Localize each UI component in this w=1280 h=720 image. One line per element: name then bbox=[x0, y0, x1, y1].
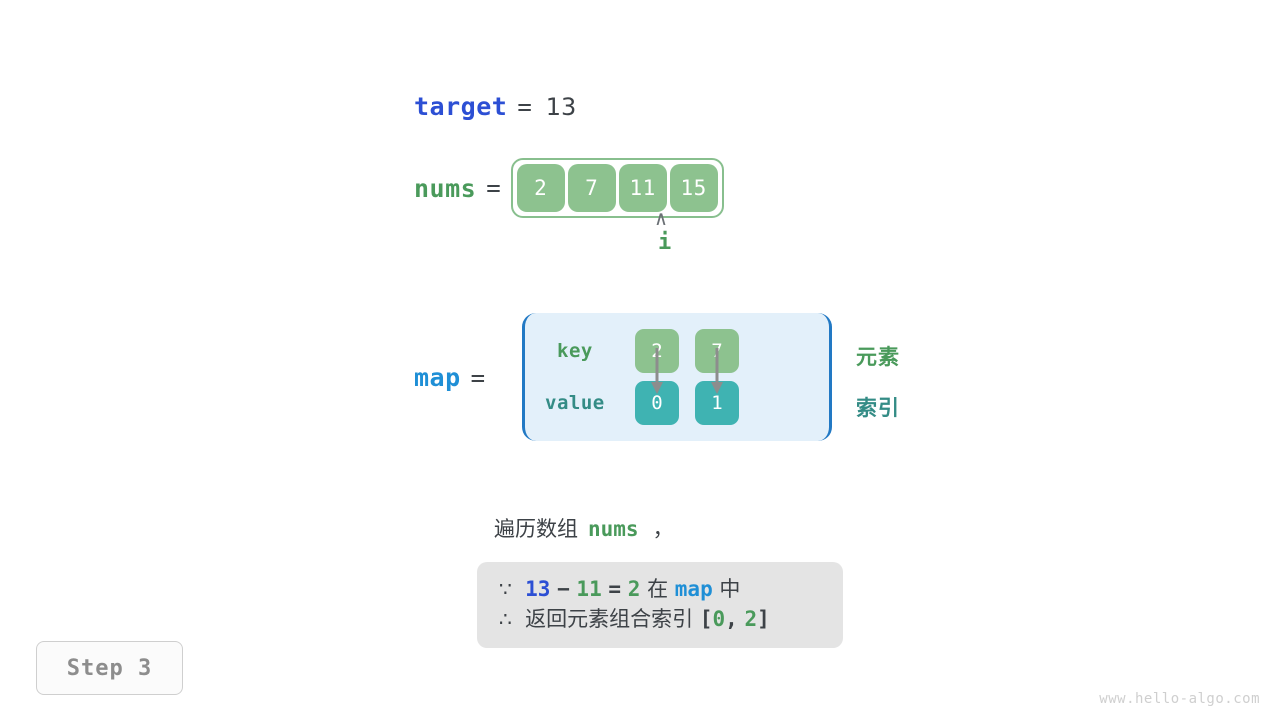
note-operand-a: 13 bbox=[525, 577, 551, 601]
note-return-text: 返回元素组合索引 bbox=[525, 607, 694, 631]
map-equals-sign: = bbox=[470, 364, 486, 392]
nums-equals-sign: = bbox=[486, 174, 501, 202]
map-key-row-label: key bbox=[557, 340, 593, 362]
note-in-word: 在 bbox=[647, 577, 669, 601]
nums-assignment-row: nums = 2 7 11 15 bbox=[414, 158, 724, 218]
array-cell: 2 bbox=[516, 164, 565, 212]
note-index-a: 0 bbox=[712, 607, 726, 631]
caption-prefix: 遍历数组 bbox=[494, 517, 578, 541]
caption-suffix: ， bbox=[652, 517, 674, 541]
because-symbol: ∵ bbox=[499, 577, 512, 601]
target-equals-sign: = bbox=[517, 93, 532, 121]
array-cell: 7 bbox=[567, 164, 616, 212]
target-variable-name: target bbox=[414, 92, 508, 121]
side-label-element: 元素 bbox=[856, 345, 900, 369]
key-to-value-arrow-icon bbox=[651, 348, 663, 394]
target-value: 13 bbox=[545, 93, 577, 121]
note-minus-sign: − bbox=[557, 577, 570, 601]
nums-variable-name: nums bbox=[414, 173, 477, 203]
note-bracket-open: [ bbox=[699, 607, 713, 631]
map-value-row-label: value bbox=[545, 392, 605, 414]
note-map-token: map bbox=[674, 577, 713, 601]
note-result: 2 bbox=[627, 577, 641, 601]
caption-row: 遍历数组 nums ， bbox=[494, 513, 674, 543]
target-assignment-row: target = 13 bbox=[0, 92, 1280, 121]
explanation-line-1: ∵ 13 − 11 = 2 在 map 中 bbox=[499, 574, 821, 604]
step-badge: Step 3 bbox=[36, 641, 183, 695]
map-variable-name: map bbox=[414, 363, 461, 392]
note-operand-b: 11 bbox=[576, 577, 602, 601]
key-to-value-arrow-icon bbox=[711, 348, 723, 394]
therefore-symbol: ∴ bbox=[499, 607, 512, 631]
note-equals-sign: = bbox=[608, 577, 622, 601]
pointer-caret-icon: ∧ bbox=[655, 206, 668, 230]
pointer-label-i: i bbox=[658, 230, 672, 255]
note-bracket-close: ] bbox=[757, 607, 770, 631]
array-cell: 11 bbox=[618, 164, 667, 212]
side-label-index: 索引 bbox=[856, 396, 900, 420]
explanation-line-2: ∴ 返回元素组合索引 [ 0 , 2 ] bbox=[499, 604, 821, 634]
explanation-box: ∵ 13 − 11 = 2 在 map 中 ∴ 返回元素组合索引 [ 0 , 2… bbox=[477, 562, 843, 648]
nums-array: 2 7 11 15 bbox=[510, 158, 724, 218]
watermark: www.hello-algo.com bbox=[1099, 691, 1260, 707]
note-index-comma: , bbox=[725, 607, 738, 631]
note-index-b: 2 bbox=[744, 607, 758, 631]
map-assignment-row: map = bbox=[414, 363, 495, 392]
array-cell: 15 bbox=[669, 164, 718, 212]
caption-code-nums: nums bbox=[588, 517, 639, 541]
note-tail-word: 中 bbox=[719, 577, 741, 601]
